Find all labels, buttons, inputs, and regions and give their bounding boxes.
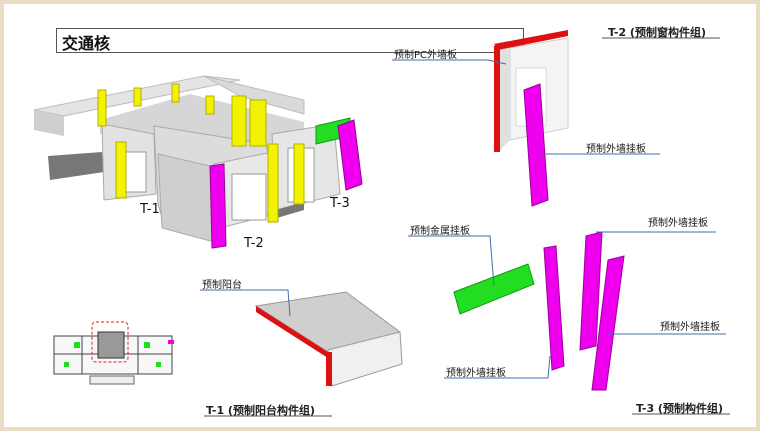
callout-text-t3-top: 预制外墙挂板 xyxy=(648,214,708,229)
yellow-column xyxy=(116,142,126,198)
callout-text-pc-wall: 预制PC外墙板 xyxy=(394,46,457,61)
callout-text-balcony: 预制阳台 xyxy=(202,276,242,291)
yellow-column xyxy=(250,100,266,146)
core-label-t1: T-1 xyxy=(140,202,160,217)
magenta-panel-a xyxy=(544,246,564,370)
ground-slab xyxy=(48,152,104,180)
green-metal-panel xyxy=(454,264,534,314)
magenta-panel-t2 xyxy=(210,164,226,248)
illustration xyxy=(4,4,756,427)
callout-text-t3-bottom: 预制外墙挂板 xyxy=(446,364,506,379)
yellow-column xyxy=(172,84,179,102)
callout-text-metal: 预制金属挂板 xyxy=(410,222,470,237)
core-label-t3: T-3 xyxy=(330,196,350,211)
t2-front-wall xyxy=(158,154,214,242)
t2-window-group xyxy=(494,30,568,206)
t1-balcony-group xyxy=(256,292,402,386)
balcony-red-post xyxy=(326,352,332,386)
magenta-panel-t3 xyxy=(338,120,362,190)
callout-metal xyxy=(408,236,494,286)
core-label-t2: T-2 xyxy=(244,236,264,251)
group-label-t3: T-3 (预制构件组) xyxy=(636,400,723,416)
core-model xyxy=(34,76,362,248)
yellow-column xyxy=(232,96,246,146)
plan-core xyxy=(98,332,124,358)
yellow-column xyxy=(268,144,278,222)
yellow-column xyxy=(294,144,304,204)
t2-opening xyxy=(232,174,266,220)
yellow-column xyxy=(134,88,141,106)
floor-plan-thumbnail xyxy=(54,322,174,384)
yellow-column xyxy=(98,90,106,126)
yellow-column xyxy=(206,96,214,114)
t1-door xyxy=(124,152,146,192)
callout-text-t3-right: 预制外墙挂板 xyxy=(660,318,720,333)
slide: 交通核 xyxy=(4,4,756,427)
group-label-t2: T-2 (预制窗构件组) xyxy=(608,24,706,40)
callout-text-hanging-t2: 预制外墙挂板 xyxy=(586,140,646,155)
group-label-t1: T-1 (预制阳台构件组) xyxy=(206,402,315,418)
